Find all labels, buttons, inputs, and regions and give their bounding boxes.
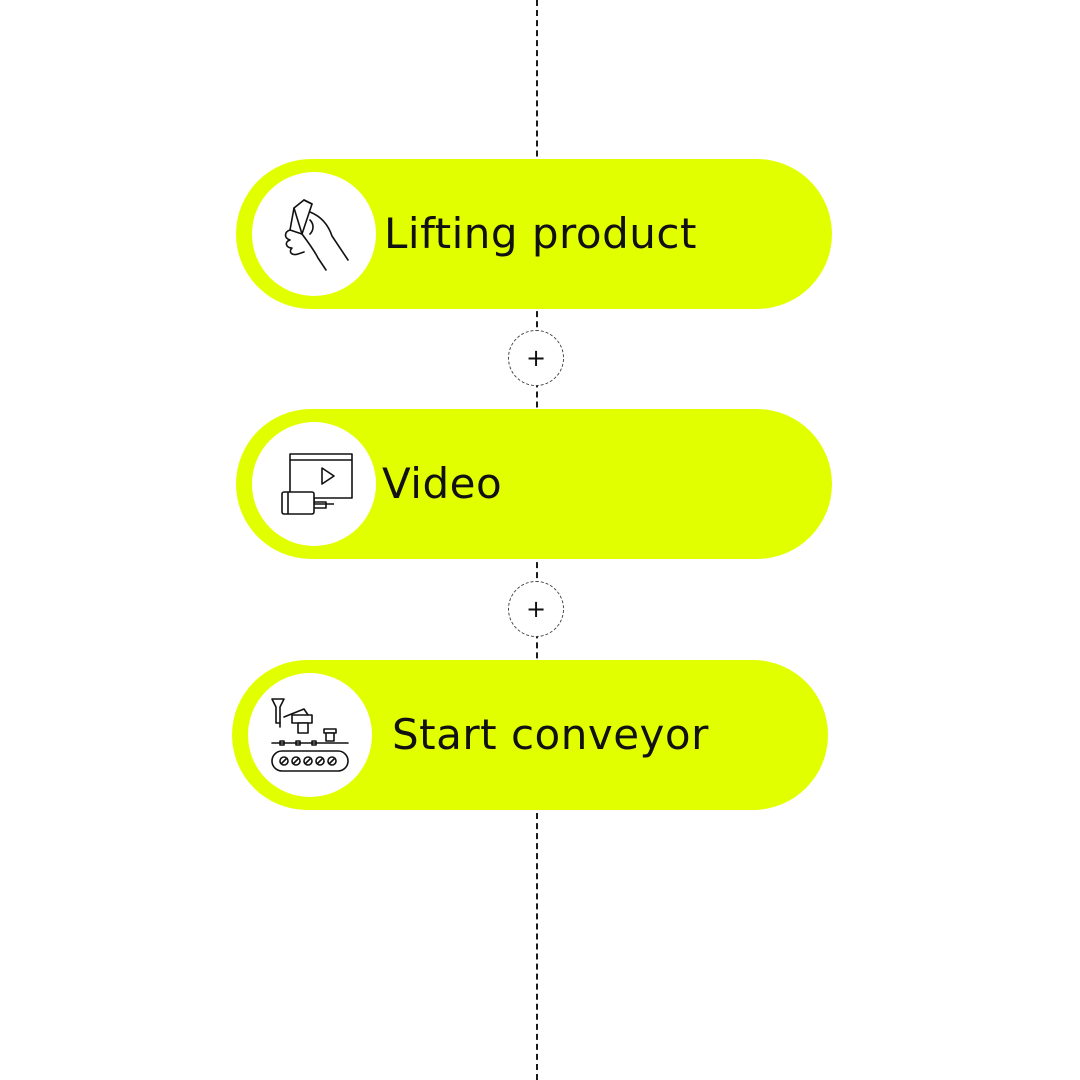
step-icon-container xyxy=(252,422,376,546)
step-video[interactable]: Video xyxy=(236,409,832,559)
video-monitor-icon xyxy=(281,453,353,515)
step-label: Start conveyor xyxy=(392,710,709,759)
add-step-button[interactable]: + xyxy=(508,330,564,386)
step-label: Video xyxy=(382,459,503,508)
step-lifting-product[interactable]: Lifting product xyxy=(236,159,832,309)
step-icon-container xyxy=(252,172,376,296)
conveyor-icon xyxy=(271,698,349,772)
hand-lifting-product-icon xyxy=(284,199,349,271)
step-label: Lifting product xyxy=(384,209,697,258)
add-step-button[interactable]: + xyxy=(508,581,564,637)
step-icon-container xyxy=(248,673,372,797)
step-start-conveyor[interactable]: Start conveyor xyxy=(232,660,828,810)
